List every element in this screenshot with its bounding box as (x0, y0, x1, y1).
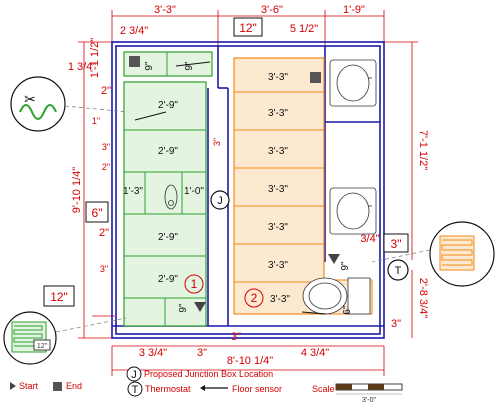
toilet (302, 277, 371, 315)
box-label-3: 3" (383, 233, 409, 253)
mat-labels-zone-2: 3'-3" 3'-3" 3'-3" 3'-3" 3'-3" 3'-3" 3'-3… (268, 72, 353, 315)
svg-text:Proposed Junction Box Location: Proposed Junction Box Location (144, 369, 273, 379)
zone-label-2: 2 (244, 288, 264, 308)
toilet-left (164, 184, 178, 210)
svg-text:3'-3": 3'-3" (270, 294, 290, 305)
svg-text:1'-0": 1'-0" (184, 186, 204, 197)
svg-text:9'-10 1/4": 9'-10 1/4" (71, 167, 83, 213)
svg-text:7'-1 1/2": 7'-1 1/2" (417, 130, 429, 170)
svg-text:9": 9" (144, 61, 155, 71)
svg-text:5 1/2": 5 1/2" (290, 23, 318, 35)
svg-text:Scale: Scale (312, 384, 335, 394)
svg-text:1'-1 1/2": 1'-1 1/2" (89, 38, 101, 78)
svg-text:3 3/4": 3 3/4" (139, 347, 167, 359)
svg-text:2: 2 (251, 291, 258, 305)
svg-text:9": 9" (178, 303, 189, 313)
svg-text:2'-9": 2'-9" (158, 146, 178, 157)
legend-end: End (53, 381, 82, 391)
sink-lower (329, 187, 377, 235)
svg-text:Start: Start (19, 381, 39, 391)
start-marker-zone-2 (328, 254, 340, 264)
legend-start: Start (10, 381, 39, 391)
thermostat-symbol: T (387, 259, 409, 281)
svg-text:3/4": 3/4" (360, 233, 379, 245)
svg-text:3": 3" (197, 347, 207, 359)
svg-text:J: J (217, 195, 223, 207)
detail-corner: 12" (3, 311, 127, 365)
svg-text:3": 3" (102, 142, 110, 152)
box-label-12-top: 12" (233, 17, 263, 37)
svg-text:3": 3" (100, 264, 108, 274)
svg-text:9": 9" (184, 61, 195, 71)
svg-text:2'-9": 2'-9" (158, 100, 178, 111)
svg-text:T: T (132, 384, 139, 396)
svg-text:9": 9" (340, 261, 351, 271)
end-marker-zone-2 (310, 72, 321, 83)
svg-text:3'-3": 3'-3" (268, 184, 288, 195)
box-label-12-left: 12" (43, 285, 75, 307)
svg-text:6": 6" (92, 206, 103, 220)
svg-text:T: T (395, 265, 402, 277)
svg-text:6": 6" (342, 305, 353, 315)
box-label-6: 6" (85, 201, 109, 223)
detail-grid-mat (371, 221, 495, 287)
svg-text:3'-3": 3'-3" (154, 4, 176, 16)
svg-text:2": 2" (99, 227, 109, 239)
svg-text:2 3/4": 2 3/4" (120, 25, 148, 37)
svg-text:End: End (66, 381, 82, 391)
zone-label-1: 1 (184, 274, 204, 294)
svg-text:3'-3": 3'-3" (268, 260, 288, 271)
svg-text:2": 2" (102, 162, 110, 172)
svg-text:2'-9": 2'-9" (158, 274, 178, 285)
svg-text:1'-3": 1'-3" (123, 186, 143, 197)
floor-sensor-lines (134, 61, 327, 315)
svg-text:1: 1 (191, 277, 198, 291)
svg-text:2'-8 3/4": 2'-8 3/4" (417, 278, 429, 318)
svg-text:3'-3": 3'-3" (268, 146, 288, 157)
scale-bar: Scale 3'-0" (312, 383, 403, 404)
svg-text:Floor sensor: Floor sensor (232, 384, 282, 394)
start-marker-zone-1 (194, 302, 206, 312)
svg-text:1 3/4": 1 3/4" (68, 61, 96, 73)
svg-text:Thermostat: Thermostat (145, 384, 191, 394)
mat-labels-zone-1: 2'-9" 2'-9" 1'-3" 1'-0" 2'-9" 2'-9" 9" 9… (123, 61, 204, 313)
legend-thermostat: T Thermostat (127, 381, 191, 397)
legend-floor-sensor: Floor sensor (200, 384, 282, 394)
svg-text:1": 1" (92, 116, 100, 126)
svg-text:4 3/4": 4 3/4" (301, 347, 329, 359)
svg-text:12": 12" (37, 343, 48, 350)
svg-text:3": 3" (212, 138, 222, 146)
svg-text:1'-9": 1'-9" (343, 4, 365, 16)
svg-text:3'-0": 3'-0" (362, 397, 376, 404)
svg-text:3": 3" (231, 331, 241, 343)
svg-text:2'-9": 2'-9" (158, 232, 178, 243)
svg-text:3": 3" (391, 237, 402, 251)
svg-text:3'-3": 3'-3" (268, 72, 288, 83)
svg-text:12": 12" (239, 21, 257, 35)
svg-text:✂: ✂ (24, 91, 36, 107)
svg-text:J: J (131, 369, 137, 381)
svg-text:3'-3": 3'-3" (268, 108, 288, 119)
dimension-lines (78, 10, 418, 376)
svg-text:8'-10 1/4": 8'-10 1/4" (227, 355, 273, 367)
svg-text:12": 12" (50, 290, 68, 304)
sink-upper (329, 59, 377, 107)
detail-cut-mat: ✂ (10, 76, 129, 132)
mat-zone-2 (233, 57, 373, 315)
dimension-labels: 3'-3" 3'-6" 1'-9" 2 3/4" 5 1/2" 1'-1 1/2… (68, 4, 429, 367)
legend-junction: J Proposed Junction Box Location (126, 366, 273, 382)
svg-text:2": 2" (101, 85, 111, 97)
junction-box-symbol: J (210, 190, 230, 210)
end-marker-zone-1 (129, 56, 140, 67)
svg-text:3'-6": 3'-6" (261, 4, 283, 16)
svg-text:3'-3": 3'-3" (268, 222, 288, 233)
svg-text:3": 3" (391, 318, 401, 330)
